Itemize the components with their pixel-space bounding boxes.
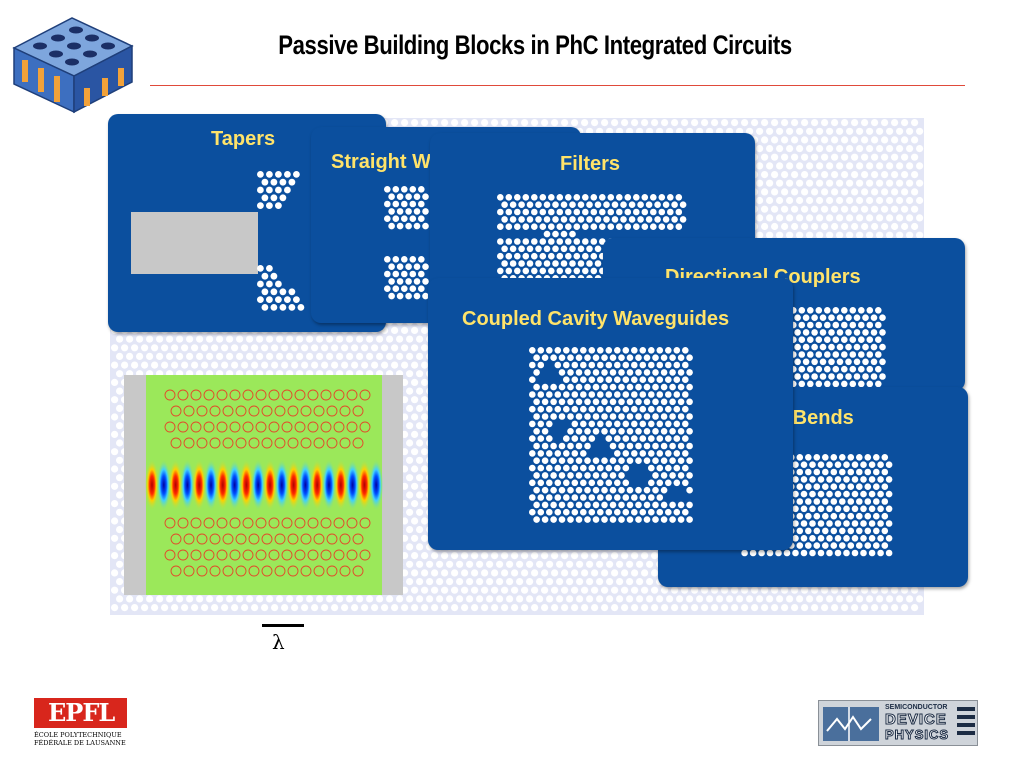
sdp-logo-line3: PHYSICS (884, 727, 950, 742)
field-simulation-image (124, 375, 403, 595)
epfl-caption-line1: ÉCOLE POLYTECHNIQUE (34, 731, 122, 739)
epfl-logo: EPFL (34, 698, 127, 746)
directional-coupler-lattice (790, 307, 886, 388)
sdp-logo-line1: SEMICONDUCTOR (885, 704, 948, 711)
coupled-cavity-lattice (529, 347, 693, 523)
card-title-filters: Filters (560, 153, 621, 175)
epfl-logo-mark (34, 698, 127, 728)
taper-input-block (131, 212, 258, 274)
title-divider (150, 85, 965, 86)
card-coupled-cavity-waveguides: Coupled Cavity Waveguides (428, 278, 793, 550)
card-title-tapers: Tapers (211, 128, 276, 150)
straight-lattice-bottom (384, 256, 429, 300)
field-simulation-plot (145, 375, 384, 595)
card-title-coupled-cavity-waveguides: Coupled Cavity Waveguides (462, 308, 730, 330)
slide-title: Passive Building Blocks in PhC Integrate… (278, 30, 792, 60)
epfl-caption-line2: FÉDÉRALE DE LAUSANNE (34, 739, 126, 747)
circuit-icon (823, 707, 975, 741)
wavelength-symbol: λ (272, 630, 285, 654)
photonic-crystal-logo (12, 17, 134, 114)
straight-lattice-top (384, 186, 429, 230)
taper-lattice-bottom (257, 265, 305, 311)
sdp-logo-line2: DEVICE (885, 711, 947, 728)
wavelength-scale-bar (262, 624, 304, 627)
epfl-caption: ÉCOLE POLYTECHNIQUE FÉDÉRALE DE LAUSANNE (34, 731, 126, 747)
semiconductor-device-physics-logo: SEMICONDUCTOR DEVICE PHYSICS (818, 700, 978, 746)
epfl-logo-lettering: EPFL (48, 698, 115, 727)
taper-lattice-top (257, 171, 300, 209)
